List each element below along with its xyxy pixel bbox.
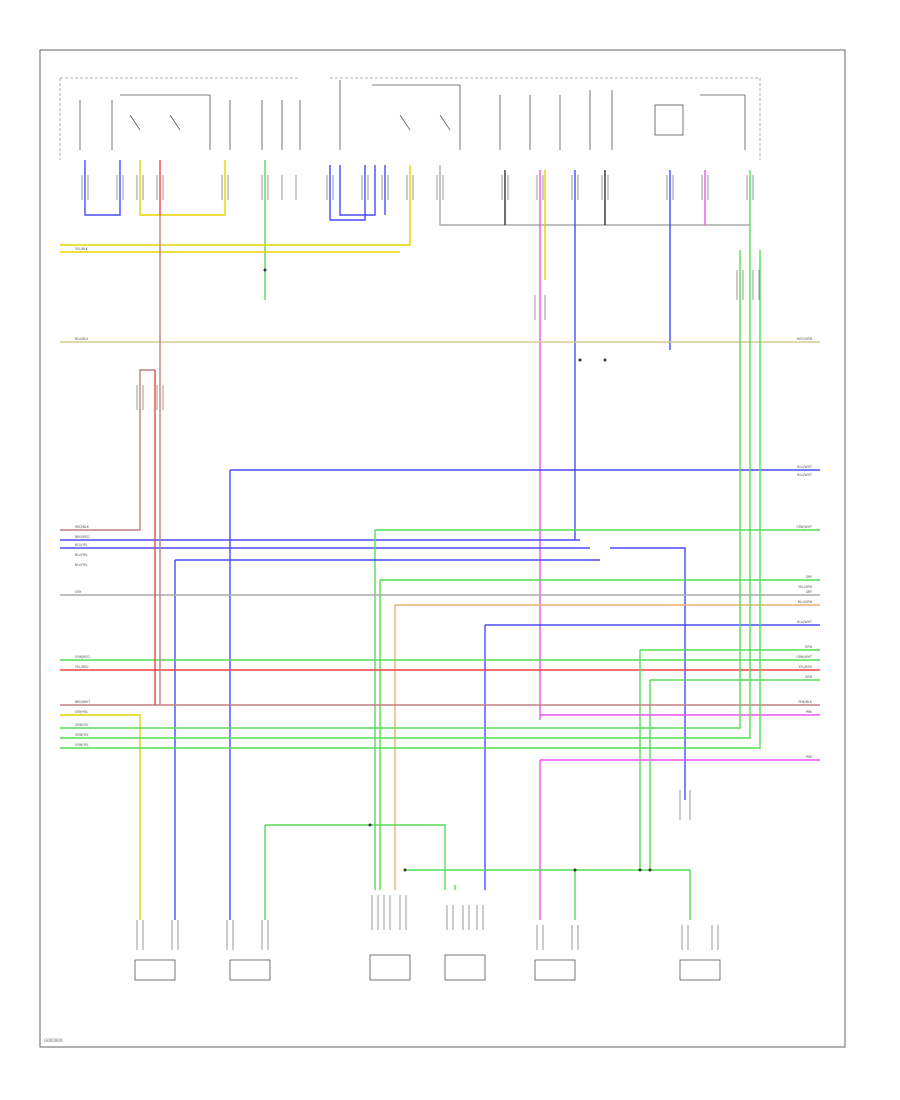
right-wire-label-10: GRN/WHT	[796, 655, 812, 659]
right-wire-label-7: BLU/GRN	[798, 600, 813, 604]
left-wire-label-4: BLU/YEL	[75, 543, 88, 547]
right-wire-label-3: GRN/WHT	[796, 525, 812, 529]
left-wire-label-6: BLU/YEL	[75, 563, 88, 567]
figure-id: G000000	[44, 1038, 63, 1043]
left-wire-label-2: RED/BLK	[75, 525, 90, 529]
left-wire-label-12: GRN/YEL	[75, 723, 89, 727]
left-wire-label-0: YEL/BLK	[75, 247, 89, 251]
bus-wires	[60, 215, 820, 920]
connector-pins	[81, 175, 760, 820]
left-wire-label-7: GRY	[75, 590, 81, 594]
bottom-sensors	[134, 895, 721, 981]
left-wire-label-1: BLU/BLK	[75, 337, 89, 341]
right-wire-labels: RED/GRNBLU/WHTBLU/WHTGRN/WHTGRYYEL/GRNGR…	[796, 337, 813, 759]
left-wire-label-10: BRN/WHT	[75, 700, 90, 704]
left-wire-label-3: BRN/RED	[75, 535, 90, 539]
right-wire-label-15: PNK	[806, 755, 813, 759]
right-wire-label-13: PNK/BLK	[798, 700, 812, 704]
right-wire-label-8: BLU/WHT	[797, 620, 812, 624]
right-wire-label-4: GRY	[806, 575, 812, 579]
right-wire-label-1: BLU/WHT	[797, 465, 812, 469]
right-wire-label-14: PNK	[806, 710, 813, 714]
diagram-frame	[39, 49, 846, 1048]
right-wire-label-0: RED/GRN	[797, 337, 812, 341]
left-wire-label-9: YEL/RED	[75, 665, 89, 669]
left-wire-label-11: GRY/YEL	[75, 710, 88, 714]
left-wire-label-14: GRN/YEL	[75, 743, 89, 747]
right-wire-label-2: BLU/WHT	[797, 473, 812, 477]
left-wire-labels: YEL/BLK BLU/BLK RED/BLK BRN/RED BLU/YEL BLU/Y…	[75, 247, 90, 747]
right-wire-label-11: YEL/RED	[799, 665, 813, 669]
right-wire-label-6: GRY	[806, 590, 812, 594]
left-wire-label-8: GRN/RED	[75, 655, 90, 659]
power-distribution-box	[59, 77, 761, 160]
right-wire-label-5: YEL/GRN	[798, 585, 812, 589]
left-wire-label-5: BLU/YEL	[75, 553, 88, 557]
right-wire-label-12: GRN	[805, 675, 813, 679]
right-wire-label-9: GRN	[805, 645, 813, 649]
left-wire-label-13: GRN/YEL	[75, 733, 89, 737]
splice-points	[263, 268, 652, 872]
upper-stub-wires	[60, 160, 751, 720]
lower-harness	[264, 824, 691, 920]
